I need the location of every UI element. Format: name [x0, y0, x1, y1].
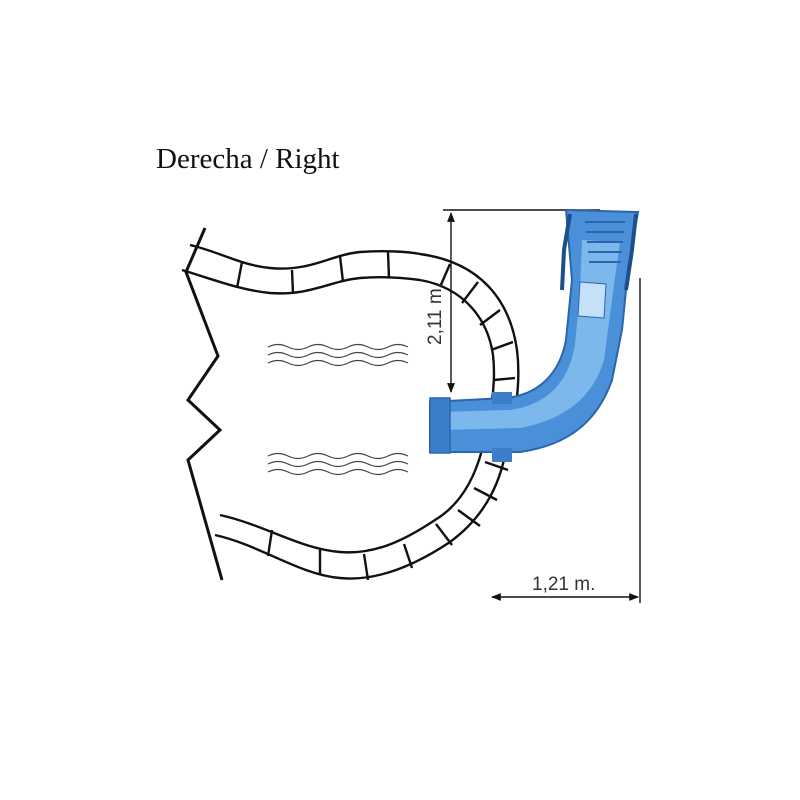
slide-transparent-panel [577, 281, 607, 319]
coping-top-inner [181, 268, 421, 295]
slide-exit [429, 397, 451, 454]
height-label: 2,11 m. [425, 283, 446, 345]
slide-channel [440, 240, 620, 430]
width-label: 1,21 m. [532, 574, 595, 595]
coping-tiles [235, 251, 516, 581]
coping-right-outer [214, 252, 520, 580]
slide-handrail-right [624, 213, 638, 291]
slide-support-bottom [492, 448, 512, 462]
water-slide [429, 208, 640, 462]
diagram-title: Derecha / Right [156, 143, 340, 175]
slide-support-top [492, 392, 512, 404]
coping-top-outer [189, 243, 421, 270]
slide-ladder [585, 221, 625, 263]
pool-coping [181, 243, 520, 580]
water-waves [267, 343, 409, 476]
dimension-width [491, 278, 641, 603]
slide-handrail-left [560, 213, 572, 291]
coping-right-inner [219, 278, 496, 554]
